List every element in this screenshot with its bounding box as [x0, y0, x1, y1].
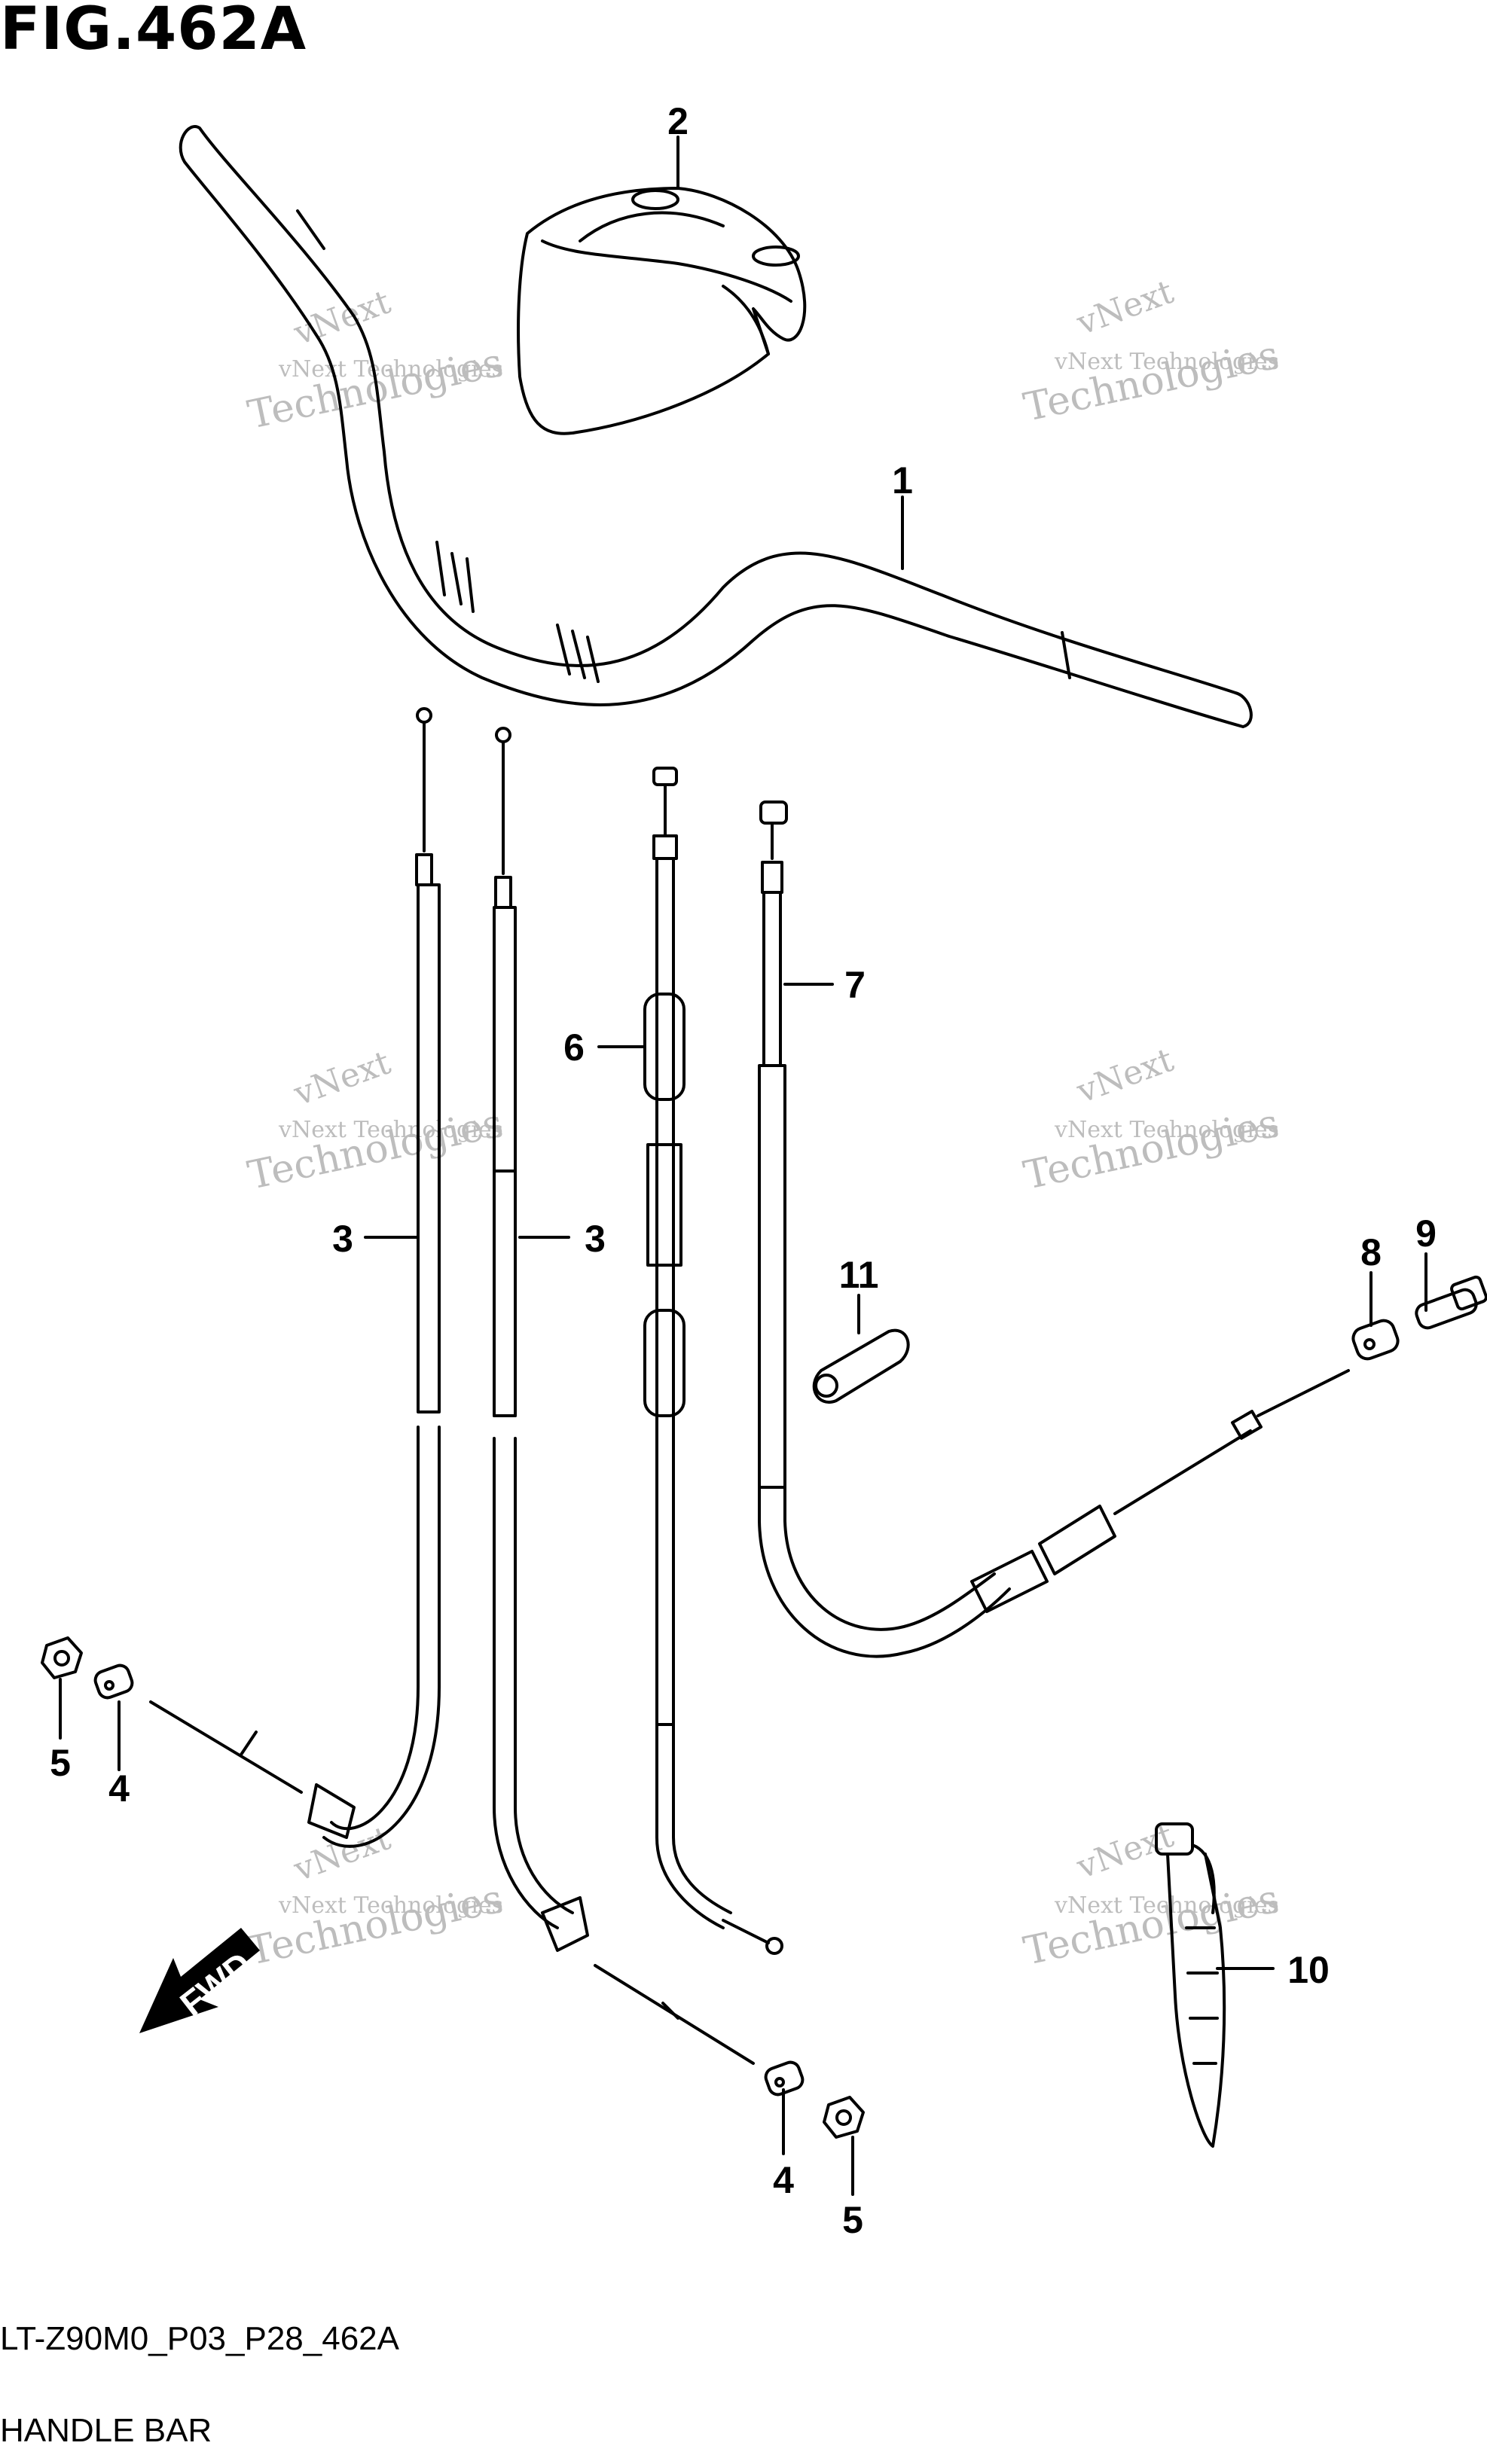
callout-number: 7 [844, 964, 866, 1006]
watermark-text: Technologies [1020, 1101, 1283, 1199]
watermark-text: vNext Technologies [1054, 1117, 1279, 1143]
cushion-icon [812, 1328, 910, 1404]
watermark-text: vNext Technologies [1054, 1892, 1279, 1919]
throttle-cable-icon [643, 767, 783, 1955]
callout-number: 3 [332, 1218, 353, 1260]
figure-name: HANDLE BAR [0, 2412, 212, 2449]
callout-number: 5 [50, 1742, 71, 1784]
watermark-text: vNext Technologies [278, 1892, 503, 1919]
callout-number: 4 [773, 2159, 794, 2201]
watermark-text: vNext Technologies [278, 356, 503, 383]
callout-number: 4 [108, 1767, 130, 1810]
callout-number: 8 [1360, 1231, 1382, 1273]
cable-joint-icon [764, 2060, 805, 2097]
watermark-text: Technologies [244, 1877, 507, 1975]
cable-joint-icon [1351, 1319, 1400, 1361]
watermark-text: Technologies [1020, 333, 1283, 431]
callout-number: 10 [1287, 1949, 1330, 1991]
callout-number: 11 [839, 1254, 879, 1296]
callout-number: 3 [585, 1218, 606, 1260]
handlebar-icon [179, 125, 1253, 728]
watermark-text: vNext [289, 1043, 396, 1113]
callout-number: 5 [842, 2199, 863, 2241]
figure-code: LT-Z90M0_P03_P28_462A [0, 2320, 399, 2357]
watermark-text: Technologies [244, 1101, 507, 1199]
brake-cable-icon [493, 727, 755, 2065]
parking-brake-cable-icon [758, 800, 1350, 1658]
callouts: 2 1 3 3 6 7 11 8 9 10 5 4 4 5 [50, 100, 1437, 2241]
callout-number: 2 [667, 100, 689, 142]
fwd-arrow-icon: FWD [139, 1928, 260, 2033]
watermark-text: vNext Technologies [1054, 349, 1279, 375]
adjuster-nut-icon [41, 1636, 83, 1679]
brake-cable-icon [149, 707, 441, 1848]
watermark-text: Technologies [1020, 1877, 1283, 1975]
handlebar-cover-icon [517, 187, 807, 435]
watermark-text: vNext [1071, 273, 1179, 343]
callout-number: 9 [1415, 1212, 1437, 1255]
leader-lines [59, 136, 1427, 2196]
watermark-text: vNext [1071, 1816, 1179, 1886]
watermark: vNext Technologies Technologies vNext vN… [244, 273, 1283, 1975]
adjuster-bolt-icon [1415, 1275, 1487, 1330]
watermark-text: vNext [1071, 1041, 1179, 1111]
figure-title: FIG.462A [0, 0, 307, 63]
cable-joint-icon [93, 1664, 134, 1700]
adjuster-nut-icon [823, 2096, 865, 2139]
watermark-text: vNext Technologies [278, 1117, 503, 1143]
cable-tie-icon [1155, 1822, 1226, 2148]
callout-number: 6 [563, 1026, 585, 1069]
callout-number: 1 [892, 459, 913, 502]
